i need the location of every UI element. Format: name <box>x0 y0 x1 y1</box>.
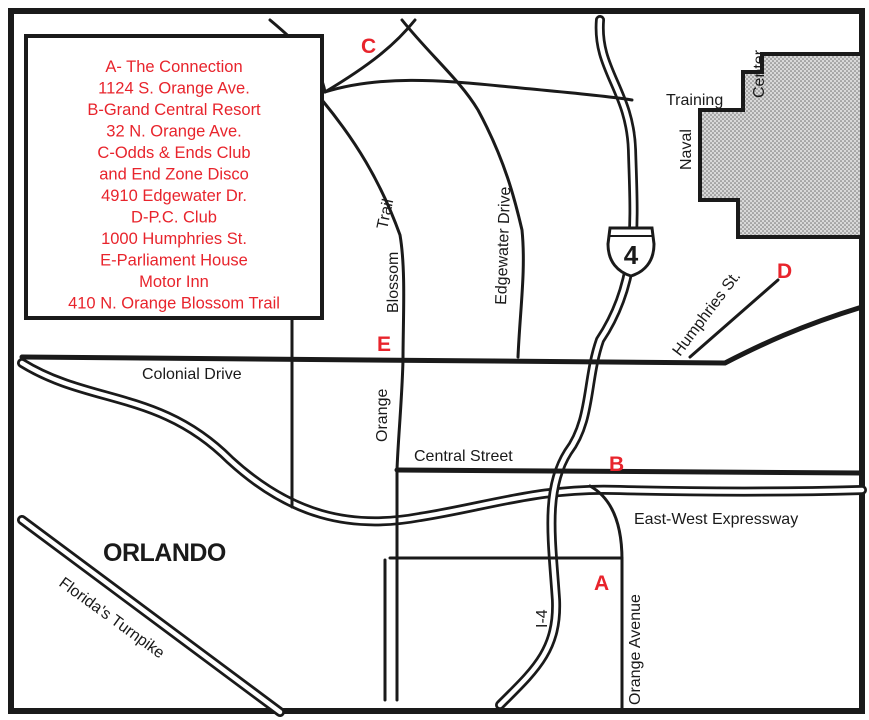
legend-line: 4910 Edgewater Dr. <box>101 187 247 205</box>
marker-e: E <box>377 333 391 356</box>
east-west-expressway-label: East-West Expressway <box>634 511 798 528</box>
center-label: Center <box>751 49 768 98</box>
interstate-shield-number: 4 <box>624 240 639 270</box>
legend-line: A- The Connection <box>105 58 242 76</box>
orange-blossom-orange-label: Orange <box>374 389 391 442</box>
orange-blossom-blossom-label: Blossom <box>385 252 402 313</box>
legend-line: 32 N. Orange Ave. <box>106 123 241 141</box>
legend-lines: A- The Connection 1124 S. Orange Ave. B-Gr… <box>68 58 280 313</box>
legend-line: 1124 S. Orange Ave. <box>98 80 250 98</box>
interstate-4-road <box>495 15 639 710</box>
marker-b: B <box>609 453 624 476</box>
floridas-turnpike-road <box>17 515 285 717</box>
marker-c: C <box>361 35 376 58</box>
edgewater-drive-road <box>400 18 525 359</box>
edgewater-drive-label: Edgewater Drive <box>493 186 514 305</box>
legend-line: and End Zone Disco <box>99 166 249 184</box>
central-street-road <box>394 467 865 476</box>
northern-road <box>323 78 634 102</box>
colonial-drive-road <box>19 304 865 366</box>
legend-line: Motor Inn <box>139 273 209 291</box>
marker-a: A <box>594 572 609 595</box>
legend-box: A- The Connection 1124 S. Orange Ave. B-Gr… <box>24 34 324 320</box>
humphries-street-road <box>688 278 780 359</box>
interstate-4-shield: 4 <box>606 226 656 278</box>
city-name-label: ORLANDO <box>103 539 226 567</box>
interstate-4-label: I-4 <box>534 609 551 628</box>
east-west-expressway-road <box>17 358 867 527</box>
marker-d: D <box>777 260 792 283</box>
legend-line: B-Grand Central Resort <box>87 101 261 119</box>
orange-blossom-trail-road <box>320 98 406 702</box>
colonial-drive-label: Colonial Drive <box>142 366 242 383</box>
orange-blossom-trail-label: Trail <box>374 197 397 230</box>
central-street-label: Central Street <box>414 448 513 465</box>
naval-label: Naval <box>678 129 695 170</box>
training-label: Training <box>666 92 723 109</box>
road-north-c <box>323 18 417 94</box>
legend-line: D-P.C. Club <box>131 209 217 227</box>
orange-avenue-label: Orange Avenue <box>627 594 644 705</box>
legend-line: C-Odds & Ends Club <box>97 144 250 162</box>
legend-line: 1000 Humphries St. <box>101 230 247 248</box>
legend-line: E-Parliament House <box>100 252 248 270</box>
naval-training-center-area <box>698 52 864 239</box>
legend-line: 410 N. Orange Blossom Trail <box>68 295 280 313</box>
